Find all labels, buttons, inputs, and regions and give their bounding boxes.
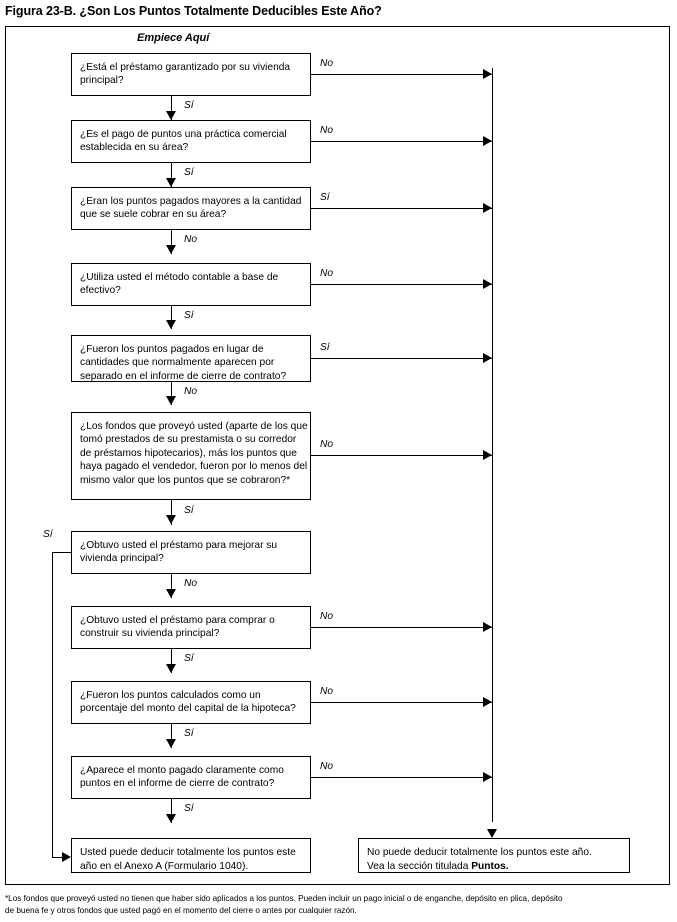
edge-q10-no-arrowhead bbox=[483, 771, 492, 782]
edge-q3-no-line bbox=[171, 230, 172, 254]
decision-box-q3-text: ¿Eran los puntos pagados mayores a la ca… bbox=[80, 196, 302, 221]
edge-q10-si-line bbox=[171, 799, 172, 823]
edge-q7-si-hline bbox=[52, 552, 71, 553]
flowchart-frame bbox=[5, 26, 670, 885]
outcome-box-not-deductible[interactable]: No puede deducir totalmente los puntos e… bbox=[358, 838, 630, 873]
decision-box-q1[interactable]: ¿Está el préstamo garantizado por su viv… bbox=[71, 53, 311, 96]
edge-q4-si-arrowhead bbox=[165, 320, 176, 329]
edge-label-q5-si: Sí bbox=[320, 342, 330, 353]
edge-q10-si-arrowhead bbox=[165, 814, 176, 823]
decision-box-q4[interactable]: ¿Utiliza usted el método contable a base… bbox=[71, 263, 311, 306]
edge-label-q7-si: Sí bbox=[43, 529, 53, 540]
edge-q3-si-arrowhead bbox=[483, 202, 492, 213]
edge-label-q2-no: No bbox=[320, 125, 334, 136]
decision-box-q1-text: ¿Está el préstamo garantizado por su viv… bbox=[80, 62, 291, 87]
edge-label-q6-no: No bbox=[320, 439, 334, 450]
decision-box-q2-text: ¿Es el pago de puntos una práctica comer… bbox=[80, 129, 287, 154]
edge-q5-si-arrowhead bbox=[483, 352, 492, 363]
edge-label-q1-si: Sí bbox=[184, 100, 194, 111]
edge-q8-no-line bbox=[311, 627, 492, 628]
footnote-line-1: *Los fondos que proveyó usted no tienen … bbox=[5, 894, 563, 903]
edge-q9-si-line bbox=[171, 724, 172, 748]
edge-q1-no-arrowhead bbox=[483, 68, 492, 79]
edge-label-q8-si: Sí bbox=[184, 653, 194, 664]
decision-box-q6-text: ¿Los fondos que proveyó usted (aparte de… bbox=[80, 421, 308, 486]
decision-box-q7-text: ¿Obtuvo usted el préstamo para mejorar s… bbox=[80, 540, 278, 565]
edge-q4-si-line bbox=[171, 306, 172, 329]
edge-label-q9-si: Sí bbox=[184, 728, 194, 739]
decision-box-q8-text: ¿Obtuvo usted el préstamo para comprar o… bbox=[80, 615, 275, 640]
decision-box-q3[interactable]: ¿Eran los puntos pagados mayores a la ca… bbox=[71, 187, 311, 230]
decision-box-q2[interactable]: ¿Es el pago de puntos una práctica comer… bbox=[71, 120, 311, 163]
edge-q8-no-arrowhead bbox=[483, 621, 492, 632]
edge-q1-si-arrowhead bbox=[165, 111, 176, 120]
edge-q8-si-arrowhead bbox=[165, 664, 176, 673]
no-branch-collector-arrowhead bbox=[486, 829, 497, 838]
edge-q9-no-arrowhead bbox=[483, 696, 492, 707]
edge-q2-no-arrowhead bbox=[483, 135, 492, 146]
edge-q5-si-line bbox=[311, 358, 492, 359]
decision-box-q5-text: ¿Fueron los puntos pagados en lugar de c… bbox=[80, 344, 287, 382]
edge-label-q10-no: No bbox=[320, 761, 334, 772]
edge-q9-si-arrowhead bbox=[165, 739, 176, 748]
footnote-line-2: de buena fe y otros fondos que usted pag… bbox=[5, 905, 357, 915]
edge-label-q4-no: No bbox=[320, 268, 334, 279]
edge-q4-no-line bbox=[311, 284, 492, 285]
edge-q6-si-line bbox=[171, 500, 172, 525]
decision-box-q5[interactable]: ¿Fueron los puntos pagados en lugar de c… bbox=[71, 335, 311, 382]
outcome-not-deductible-section-name: Puntos. bbox=[471, 861, 509, 872]
edge-q4-no-arrowhead bbox=[483, 278, 492, 289]
edge-q7-si-hline-bottom bbox=[52, 857, 62, 858]
edge-q1-si-line bbox=[171, 96, 172, 120]
edge-label-q4-si: Sí bbox=[184, 310, 194, 321]
edge-q6-si-arrowhead bbox=[165, 515, 176, 524]
edge-label-q6-si: Sí bbox=[184, 505, 194, 516]
edge-label-q3-si: Sí bbox=[320, 192, 330, 203]
edge-q3-no-arrowhead bbox=[165, 245, 176, 254]
decision-box-q10[interactable]: ¿Aparece el monto pagado claramente como… bbox=[71, 756, 311, 799]
start-here-label: Empiece Aquí bbox=[137, 32, 210, 44]
edge-q6-no-arrowhead bbox=[483, 449, 492, 460]
decision-box-q6[interactable]: ¿Los fondos que proveyó usted (aparte de… bbox=[71, 412, 311, 500]
edge-q5-no-arrowhead bbox=[165, 396, 176, 405]
outcome-box-deductible-text: Usted puede deducir totalmente los punto… bbox=[80, 847, 296, 872]
edge-label-q8-no: No bbox=[320, 611, 334, 622]
edge-q5-no-line bbox=[171, 382, 172, 405]
edge-q1-no-line bbox=[311, 74, 492, 75]
decision-box-q9-text: ¿Fueron los puntos calculados como un po… bbox=[80, 690, 296, 715]
edge-q6-no-line bbox=[311, 455, 492, 456]
edge-q10-no-line bbox=[311, 777, 492, 778]
edge-q3-si-line bbox=[311, 208, 492, 209]
decision-box-q10-text: ¿Aparece el monto pagado claramente como… bbox=[80, 765, 284, 790]
edge-q9-no-line bbox=[311, 702, 492, 703]
edge-q2-no-line bbox=[311, 141, 492, 142]
edge-q7-no-arrowhead bbox=[165, 589, 176, 598]
edge-q7-no-line bbox=[171, 574, 172, 598]
no-branch-collector-line bbox=[492, 68, 493, 822]
edge-label-q5-no: No bbox=[184, 386, 198, 397]
edge-label-q2-si: Sí bbox=[184, 167, 194, 178]
outcome-not-deductible-prefix: Vea la sección titulada bbox=[367, 861, 472, 872]
edge-q8-si-line bbox=[171, 649, 172, 673]
edge-q7-si-arrowhead bbox=[62, 851, 71, 862]
edge-q2-si-line bbox=[171, 163, 172, 187]
edge-label-q1-no: No bbox=[320, 58, 334, 69]
edge-q2-si-arrowhead bbox=[165, 178, 176, 187]
outcome-box-not-deductible-line2: Vea la sección titulada Puntos. bbox=[367, 860, 629, 874]
footnote: *Los fondos que proveyó usted no tienen … bbox=[5, 893, 670, 916]
decision-box-q8[interactable]: ¿Obtuvo usted el préstamo para comprar o… bbox=[71, 606, 311, 649]
page-title: Figura 23-B. ¿Son Los Puntos Totalmente … bbox=[5, 4, 382, 18]
edge-q7-si-vline bbox=[52, 552, 53, 857]
edge-label-q10-si: Sí bbox=[184, 803, 194, 814]
decision-box-q9[interactable]: ¿Fueron los puntos calculados como un po… bbox=[71, 681, 311, 724]
outcome-box-deductible[interactable]: Usted puede deducir totalmente los punto… bbox=[71, 838, 311, 873]
edge-label-q3-no: No bbox=[184, 234, 198, 245]
decision-box-q4-text: ¿Utiliza usted el método contable a base… bbox=[80, 272, 279, 297]
edge-label-q7-no: No bbox=[184, 578, 198, 589]
edge-label-q9-no: No bbox=[320, 686, 334, 697]
decision-box-q7[interactable]: ¿Obtuvo usted el préstamo para mejorar s… bbox=[71, 531, 311, 574]
outcome-box-not-deductible-line1: No puede deducir totalmente los puntos e… bbox=[367, 847, 592, 858]
